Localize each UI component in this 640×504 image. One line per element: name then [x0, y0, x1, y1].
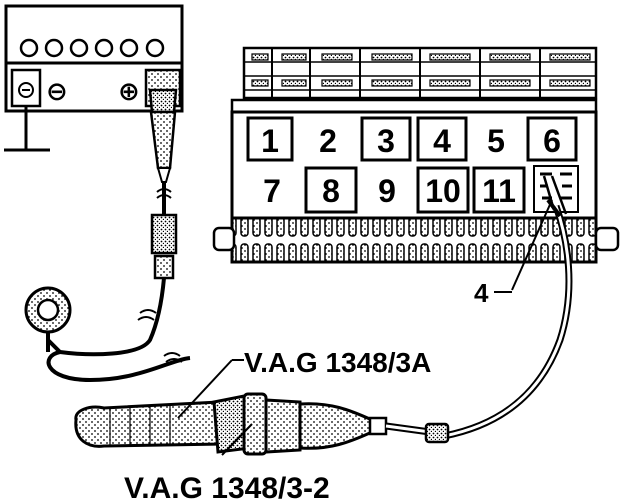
battery-clamp — [148, 88, 178, 183]
relay-slot-box — [472, 166, 526, 214]
relay-slot-box — [416, 116, 468, 162]
ring-terminal — [24, 286, 72, 352]
tool-flange — [242, 392, 268, 456]
relay-slot-5: 5 — [487, 123, 505, 159]
probe-plug — [424, 422, 450, 444]
callout-label: 4 — [474, 278, 489, 308]
mount-pin-left — [212, 226, 236, 252]
relay-slot-10: 10 — [425, 173, 461, 209]
relay-slot-box — [416, 166, 470, 214]
relay-slot-2: 2 — [319, 123, 337, 159]
mount-pin-right — [594, 226, 620, 252]
tool-handle — [74, 400, 224, 448]
relay-slot-box — [526, 116, 578, 162]
socket-probe-point — [533, 165, 579, 215]
tool-taper — [298, 402, 374, 450]
callout-leader — [511, 199, 553, 291]
battery-positive-symbol: ⊕ — [118, 76, 140, 106]
relay-slot-11: 11 — [482, 173, 516, 209]
tool-top-label: V.A.G 1348/3A — [244, 347, 431, 378]
relay-slot-8: 8 — [322, 173, 340, 209]
relay-slot-9: 9 — [378, 173, 396, 209]
relay-slot-7: 7 — [263, 173, 281, 209]
battery-negative-symbol: ⊖ — [46, 76, 68, 106]
relay-slot-box — [304, 166, 358, 214]
relay-slot-4: 4 — [433, 123, 451, 159]
tool-top-leader — [177, 359, 233, 419]
relay-plate: 1 2 3 4 5 6 7 8 9 10 11 — [212, 46, 620, 264]
relay-slot-box — [360, 116, 412, 162]
relay-slot-box — [246, 116, 294, 162]
tool-bottom-leader — [221, 423, 253, 456]
test-lamp-tool — [46, 350, 450, 456]
battery-cell-caps — [19, 38, 165, 58]
tool-bottom-label: V.A.G 1348/3-2 — [124, 472, 330, 504]
relay-slot-3: 3 — [377, 123, 395, 159]
relay-slot-1: 1 — [261, 123, 279, 159]
inline-connector — [150, 213, 178, 280]
relay-slot-6: 6 — [543, 123, 561, 159]
